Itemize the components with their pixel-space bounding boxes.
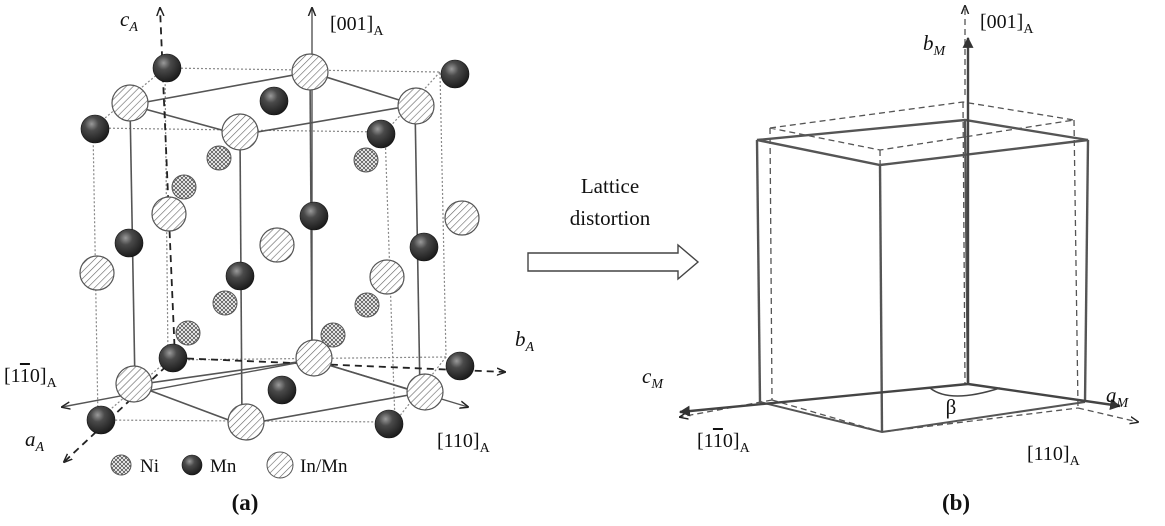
legend-ni-label: Ni [140,456,159,477]
a-axis-label-b: aM [1106,383,1130,411]
dir-110-label-b: [110]A [1027,443,1081,469]
monoclinic-axes [678,36,1122,417]
in-mn-atom [259,227,295,263]
mn-atom [158,343,188,373]
a-axis-b [967,382,1122,411]
ni-atom [175,320,201,346]
in-mn-atom [111,84,149,122]
transition: Lattice distortion [527,174,700,281]
in-mn-atom [406,373,444,411]
legend: Ni Mn In/Mn [110,451,348,479]
in-mn-atom [227,403,265,441]
beta-angle-label: β [946,395,957,419]
ni-atom [353,147,379,173]
dir-1bar10-label-a: [110]A [4,365,58,391]
c-axis-label-a: cA [120,7,138,35]
panel-a-label: (a) [232,490,259,515]
mn-atom [80,114,110,144]
in-mn-atoms [79,53,480,441]
mn-atom [366,119,396,149]
in-mn-atom [79,255,115,291]
mn-atom [267,375,297,405]
legend-ni-swatch [110,454,132,476]
mn-atom [440,59,470,89]
in-mn-atom [291,53,329,91]
mn-atom [409,232,439,262]
ni-atom [320,322,346,348]
dir-1bar10-label-b: [110]A [697,430,751,456]
in-mn-atom [221,113,259,151]
axis-110-a [311,359,468,407]
ni-atom [212,290,238,316]
ni-atom [171,174,197,200]
legend-in-mn-swatch [266,451,294,479]
legend-mn-swatch [181,454,203,476]
solid-axes [62,8,468,407]
in-mn-atom [295,339,333,377]
in-mn-atom [151,196,187,232]
a-axis-label-a: aA [25,427,45,455]
dir-110-label-a: [110]A [437,430,491,456]
mn-atom [86,405,116,435]
c-axis-label-b: cM [642,364,664,392]
mn-atom [445,351,475,381]
ni-atoms [171,145,380,348]
transition-line1: Lattice [581,174,639,198]
panel-b-label: (b) [942,490,970,515]
distorted-cell-solid [755,118,1090,434]
c-axis-b [678,382,969,417]
axis-110-b [1077,407,1138,422]
beta-angle-arc [929,387,1001,397]
mn-atom [225,261,255,291]
in-mn-atom [115,365,153,403]
in-mn-atom [397,87,435,125]
legend-mn-label: Mn [210,456,237,477]
panel-a: cA [001]A bA [110]A aA [110]A Ni Mn In/M… [4,7,535,515]
dir-001-label-a: [001]A [330,13,384,39]
b-axis-label-a: bA [515,327,535,355]
mn-atom [152,53,182,83]
axis-1bar10-a [62,359,313,407]
undistorted-cell-dashed [680,6,1138,433]
in-mn-atom [444,200,480,236]
mn-atom [114,228,144,258]
dir-001-label-b: [001]A [980,11,1034,37]
mn-atom [299,201,329,231]
axis-1bar10-b [680,399,773,417]
a-axis-a [64,357,176,462]
ni-atom [206,145,232,171]
mn-atoms [80,53,475,439]
ni-atom [354,292,380,318]
legend-in-mn-label: In/Mn [300,456,348,477]
in-mn-atom [369,259,405,295]
transition-line2: distortion [570,206,651,230]
mn-atom [374,409,404,439]
mn-atom [259,86,289,116]
panel-b: β bM [001]A cM aM [110]A [110]A (b) [642,6,1138,515]
hollow-right-arrow-icon [527,243,700,281]
b-axis-label-b: bM [923,31,947,59]
